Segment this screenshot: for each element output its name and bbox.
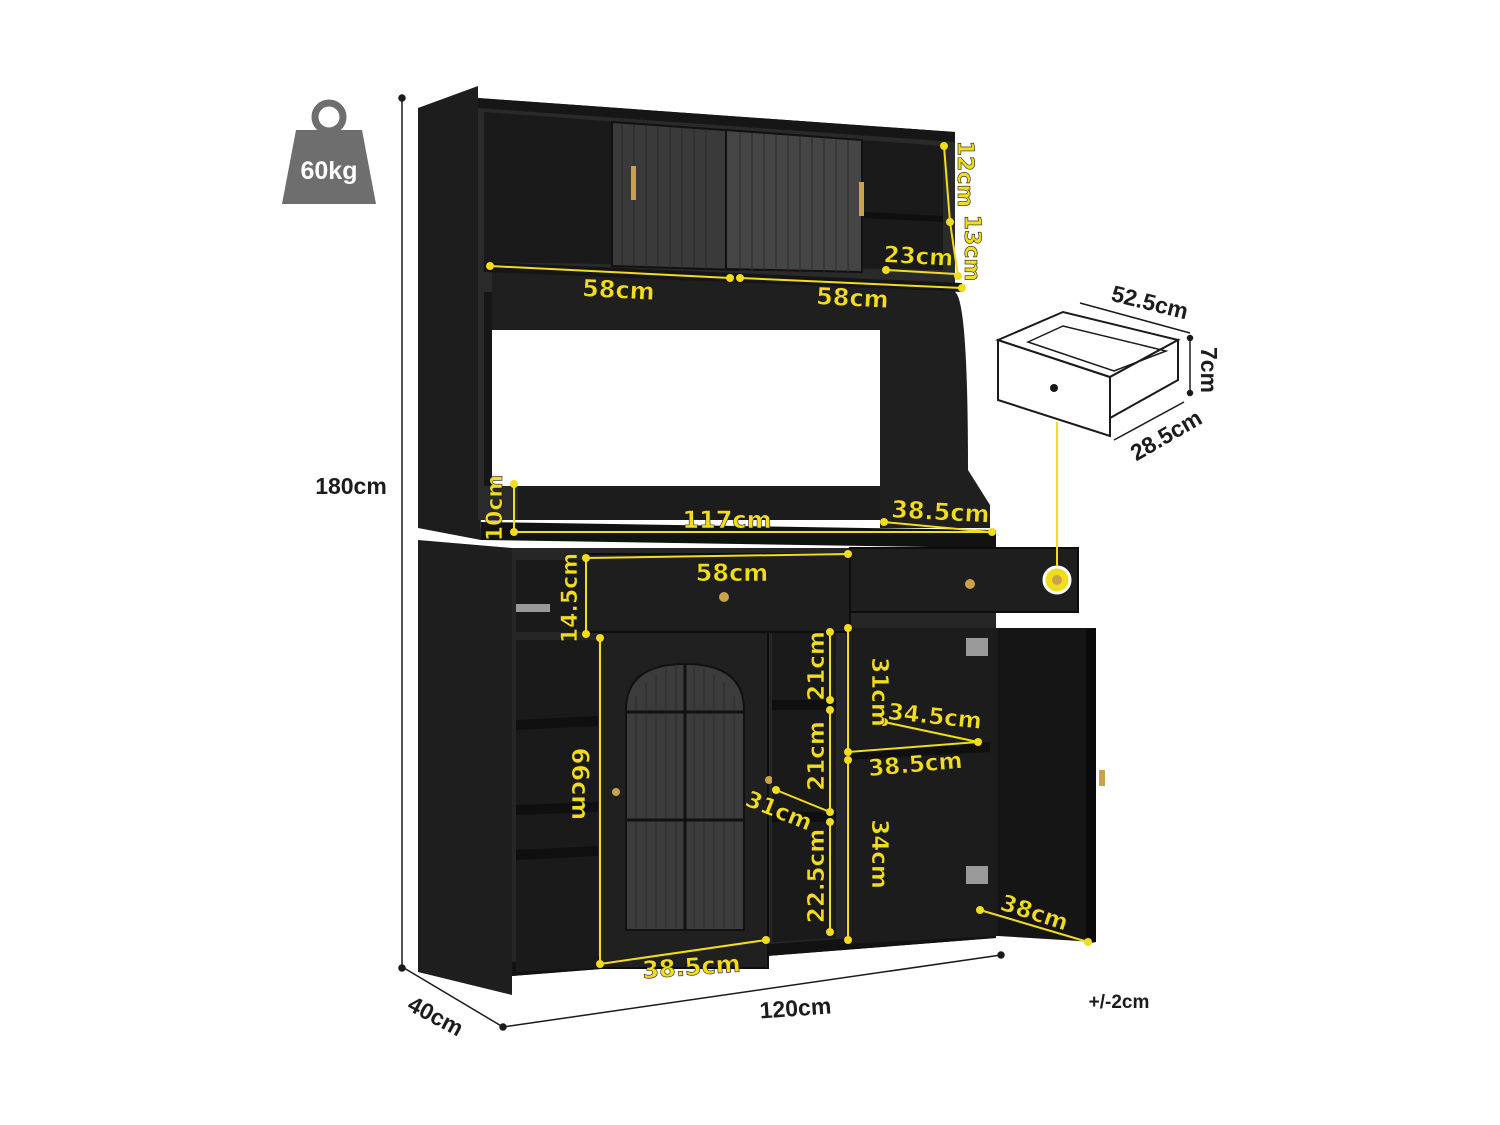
drawer-slide-rail: [516, 604, 550, 612]
weight-badge: 60kg: [282, 99, 376, 204]
tolerance-label: +/-2cm: [1089, 992, 1150, 1013]
drawer-front-width-label: 58cm: [696, 559, 769, 587]
counter-lip-height-label: 10cm: [483, 475, 508, 542]
left-slider-handle: [631, 166, 636, 200]
left-drawer-knob: [719, 592, 729, 602]
cubby-lower-height-label: 13cm: [959, 215, 984, 282]
yellow-dimension-lines: [486, 142, 1092, 968]
drawer-box-knob: [1050, 384, 1058, 392]
drawer-front-height-label: 14.5cm: [558, 553, 583, 643]
cubby-upper-height-label: 12cm: [952, 141, 977, 208]
glass-door-knob: [612, 788, 620, 796]
overall-height-label: 180cm: [315, 473, 387, 499]
sliding-glass-doors: [611, 120, 864, 274]
right-drawer-knob: [965, 579, 975, 589]
drawer-box-depth-label: 28.5cm: [1126, 404, 1207, 466]
right-upper-height-label: 31cm: [866, 657, 892, 727]
hutch-left-width-label: 58cm: [581, 274, 655, 306]
right-lower-height-label: 34cm: [866, 819, 892, 889]
middle-shelf-1-label: 21cm: [804, 631, 830, 701]
overall-depth-label: 40cm: [404, 991, 468, 1042]
dimension-labels: 58cm 58cm 12cm 13cm 23cm 10cm 117cm 38.5…: [483, 140, 1072, 985]
cabinet-body: [418, 86, 1105, 995]
middle-shelf-2-label: 21cm: [804, 721, 830, 791]
drawer-box-width-label: 52.5cm: [1109, 280, 1191, 324]
drawer-box-inset: 52.5cm 7cm 28.5cm: [995, 280, 1222, 566]
right-door-handle: [1099, 770, 1105, 786]
glass-door-width-label: 38.5cm: [641, 950, 741, 985]
right-drawer: [849, 547, 1079, 613]
door-hinge-upper: [966, 638, 988, 656]
overall-width-label: 120cm: [759, 993, 832, 1024]
overall-dimension-lines: [398, 94, 1005, 1031]
counter-depth-label: 38.5cm: [891, 495, 991, 528]
cubby-width-label: 23cm: [883, 242, 954, 272]
right-slider-handle: [859, 182, 864, 216]
glass-door-height-label: 66cm: [566, 748, 594, 821]
hutch-right-width-label: 58cm: [815, 282, 889, 314]
weight-label: 60kg: [301, 157, 358, 185]
weight-icon: [282, 99, 376, 204]
arched-glass-door: [599, 631, 773, 969]
drawer-row: [516, 547, 1079, 633]
open-right-door: [966, 628, 1105, 944]
counter-width-label: 117cm: [682, 506, 771, 534]
drawer-box-height-label: 7cm: [1196, 347, 1222, 393]
door-hinge-lower: [966, 866, 988, 884]
middle-shelf-3-label: 22.5cm: [804, 829, 830, 923]
